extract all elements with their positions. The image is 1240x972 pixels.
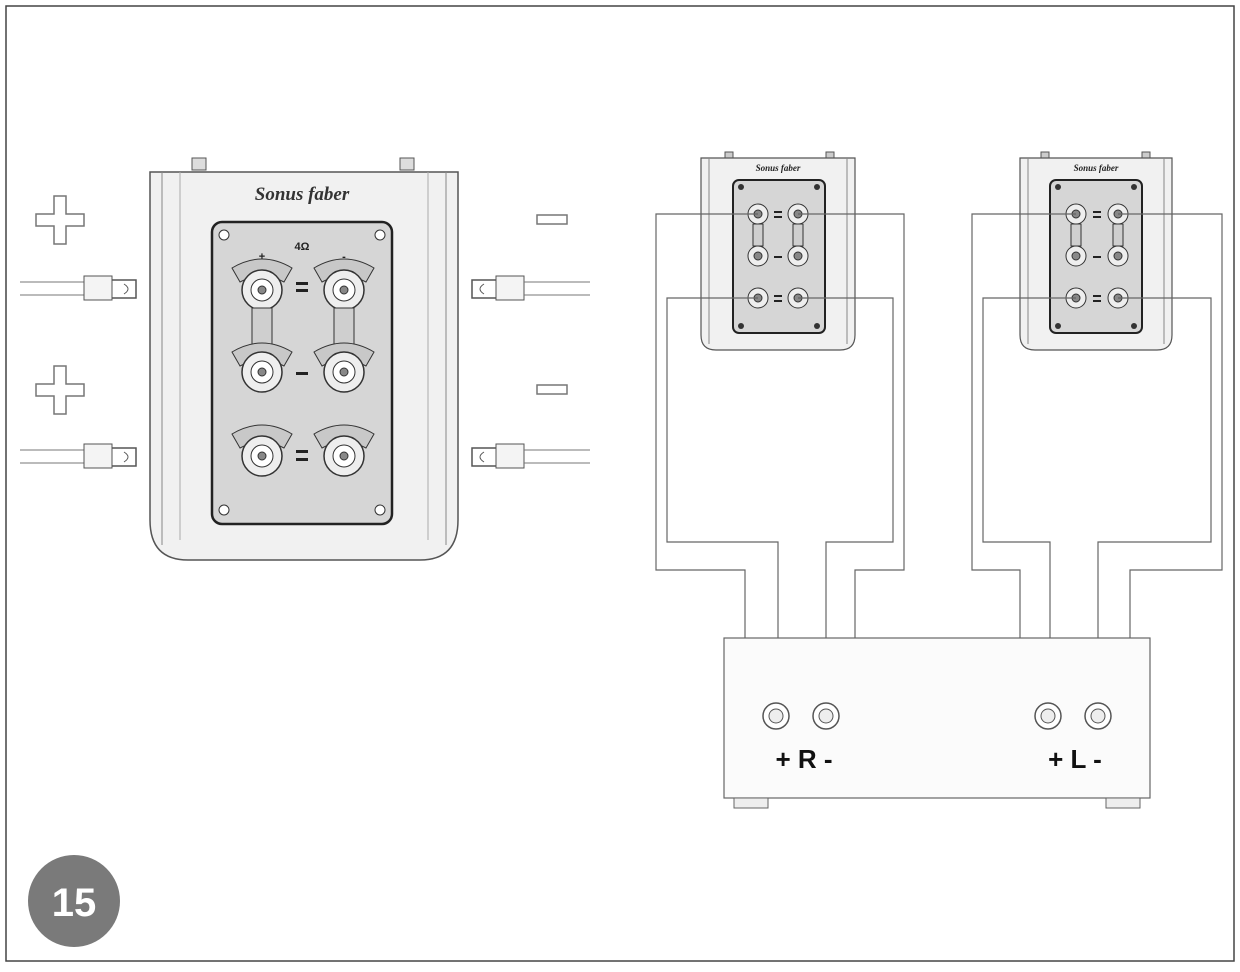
plus-sign-icon (35, 365, 85, 415)
plate-screw (218, 504, 230, 516)
brand-logo-large: Sonus faber (255, 184, 350, 205)
left-channel-label: + L - (1048, 744, 1102, 774)
impedance-label-large: 4Ω (295, 241, 310, 253)
top-knob-right (399, 157, 415, 171)
terminal-pair-bottom (231, 424, 375, 477)
minus-sign-icon (536, 214, 568, 225)
top-knob-left (191, 157, 207, 171)
plate-screw (218, 229, 230, 241)
step-badge: 15 (28, 855, 120, 947)
amp-terminal-left-positive (1034, 702, 1062, 730)
amp-terminal-right-positive (762, 702, 790, 730)
minus-sign-icon (536, 384, 568, 395)
plate-screw (374, 229, 386, 241)
cable-positive-bottom (20, 443, 137, 469)
wiring-left-channel (971, 213, 1223, 701)
cable-positive-top (20, 275, 137, 301)
small-speaker-left-channel: Sonus faber (1019, 151, 1173, 351)
page-border (5, 5, 1235, 962)
terminal-pair-top (231, 258, 375, 311)
step-number: 15 (52, 881, 97, 925)
amp-terminal-left-negative (1084, 702, 1112, 730)
cable-negative-top (471, 275, 590, 301)
plate-screw (374, 504, 386, 516)
small-speaker-right-channel: Sonus faber (700, 151, 856, 351)
step-badge-circle (28, 855, 120, 947)
plate-minus-mark: - (342, 251, 346, 263)
amplifier: + R - + L - (723, 637, 1151, 809)
right-channel-label: + R - (775, 744, 832, 774)
brand-logo-small: Sonus faber (1074, 163, 1119, 173)
cable-negative-bottom (471, 443, 590, 469)
plus-sign-icon (35, 195, 85, 245)
brand-logo-small: Sonus faber (756, 163, 801, 173)
terminal-pair-middle (231, 342, 375, 393)
large-speaker-rear-panel: Sonus faber 4Ω + - (149, 157, 459, 561)
plate-plus-mark: + (259, 251, 265, 263)
amp-terminal-right-negative (812, 702, 840, 730)
